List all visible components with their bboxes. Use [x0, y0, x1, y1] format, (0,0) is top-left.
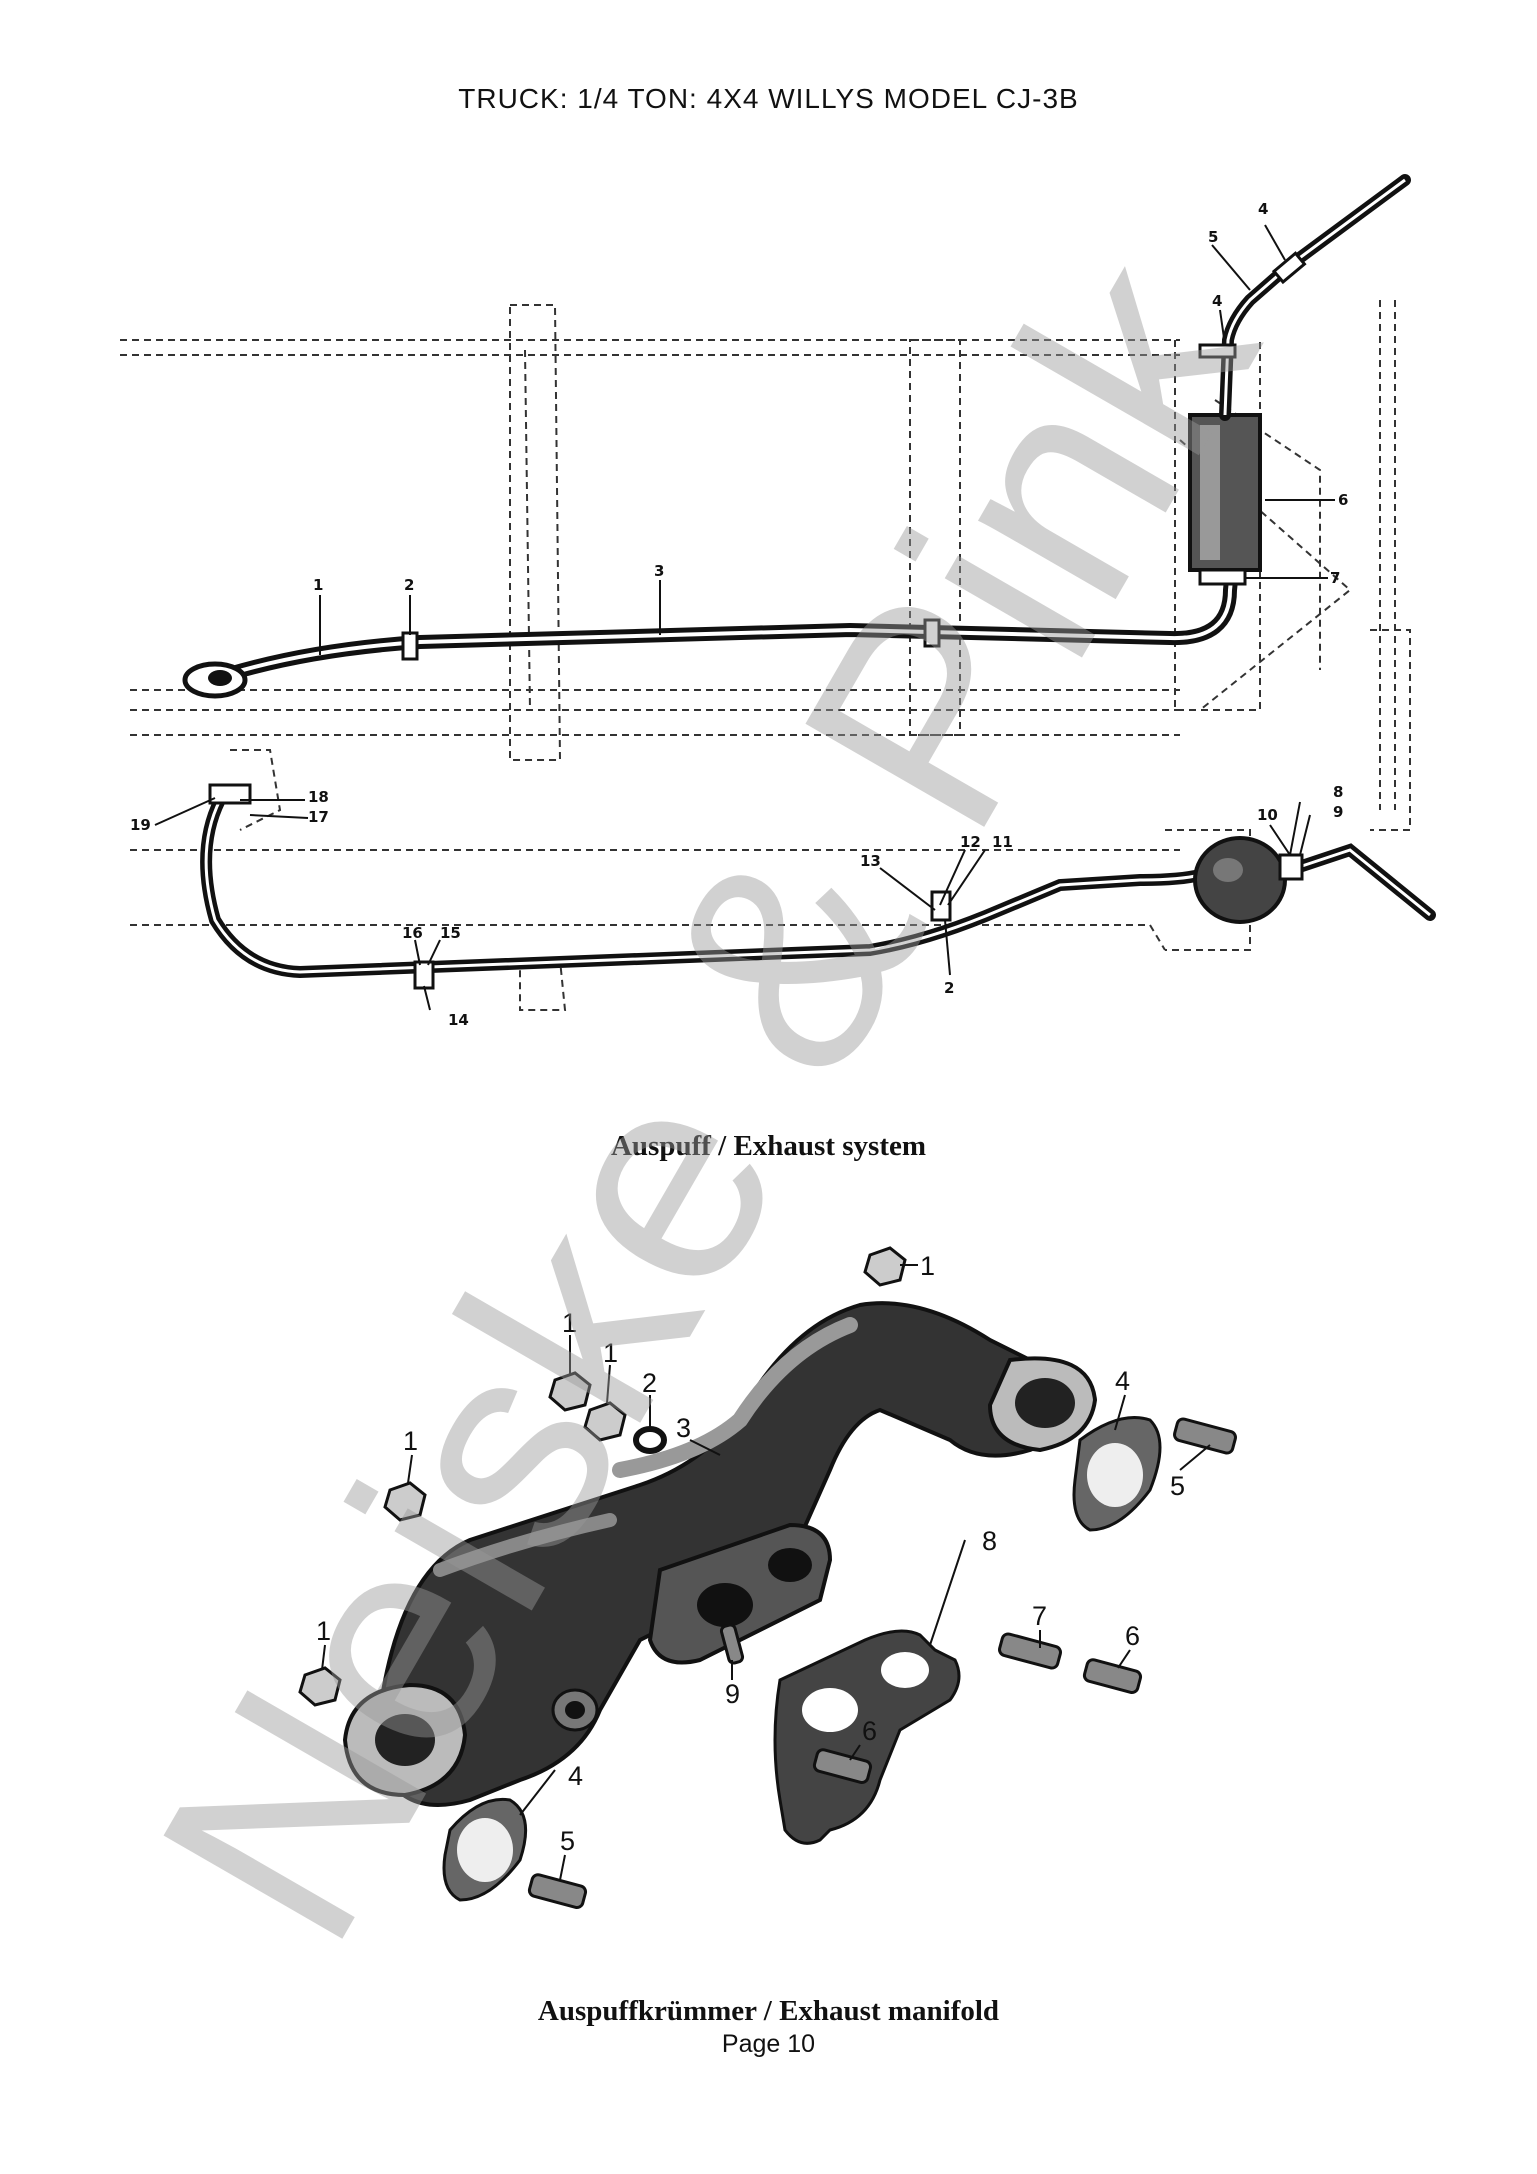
flange-gasket-left [442, 1797, 528, 1902]
mcallout-3: 3 [676, 1413, 691, 1443]
mcallout-4b: 4 [568, 1761, 583, 1791]
exhaust-system-caption: Auspuff / Exhaust system [610, 1130, 927, 1162]
callout-18: 18 [308, 788, 329, 806]
exhaust-pipe-upper [203, 563, 1239, 687]
callout-4b: 4 [1212, 292, 1222, 310]
callout-8: 8 [1333, 783, 1343, 801]
callout-10: 10 [1257, 806, 1278, 824]
callout-2: 2 [404, 576, 414, 594]
washer [633, 1426, 667, 1454]
muffler-round [1193, 836, 1287, 924]
callout-5: 5 [1208, 228, 1218, 246]
crossmember-left [509, 304, 562, 761]
page-number: Page 10 [721, 2030, 816, 2058]
callout-11: 11 [992, 833, 1013, 851]
mcallout-1d: 1 [403, 1426, 418, 1456]
mcallout-6a: 6 [1125, 1621, 1140, 1651]
callout-9: 9 [1333, 803, 1343, 821]
exhaust-manifold-caption: Auspuffkrümmer / Exhaust manifold [537, 1995, 1000, 2027]
mcallout-7: 7 [1032, 1601, 1047, 1631]
callout-15: 15 [440, 924, 461, 942]
mcallout-1b: 1 [562, 1308, 577, 1338]
callout-4a: 4 [1258, 200, 1268, 218]
mcallout-8: 8 [982, 1526, 997, 1556]
callout-7: 7 [1330, 569, 1340, 587]
callout-19: 19 [130, 816, 151, 834]
callout-1: 1 [313, 576, 323, 594]
callout-3: 3 [654, 562, 664, 580]
mcallout-5a: 5 [1170, 1471, 1185, 1501]
exhaust-system-diagram: 1 2 3 4 4 5 6 7 8 9 10 11 12 13 14 15 16… [120, 174, 1436, 1029]
page-header: TRUCK: 1/4 TON: 4X4 WILLYS MODEL CJ-3B [458, 83, 1079, 112]
callout-2b: 2 [944, 979, 954, 997]
mcallout-4a: 4 [1115, 1366, 1130, 1396]
callout-6: 6 [1338, 491, 1348, 509]
mcallout-1c: 1 [603, 1338, 618, 1368]
mcallout-5b: 5 [560, 1826, 575, 1856]
studs [527, 1417, 1237, 1910]
nuts [298, 1246, 907, 1707]
callout-13: 13 [860, 852, 881, 870]
mcallout-2: 2 [642, 1368, 657, 1398]
callout-14: 14 [448, 1011, 469, 1029]
callout-17: 17 [308, 808, 329, 826]
mcallout-1a: 1 [920, 1251, 935, 1281]
callout-12: 12 [960, 833, 981, 851]
mcallout-6b: 6 [862, 1716, 877, 1746]
mcallout-1e: 1 [316, 1616, 331, 1646]
exhaust-manifold-body [342, 1301, 1098, 1807]
exhaust-system-figure: 1 2 3 4 4 5 6 7 8 9 10 11 12 13 14 15 16… [0, 150, 1537, 1070]
flange-gasket-right [1072, 1416, 1162, 1532]
crossmember-middle [909, 339, 961, 736]
mcallout-9: 9 [725, 1679, 740, 1709]
exhaust-manifold-diagram: 1 1 1 2 3 1 1 4 5 8 7 6 9 6 4 5 [298, 1246, 1237, 1910]
exhaust-manifold-figure: 1 1 1 2 3 1 1 4 5 8 7 6 9 6 4 5 [0, 1240, 1537, 1960]
callout-16: 16 [402, 924, 423, 942]
